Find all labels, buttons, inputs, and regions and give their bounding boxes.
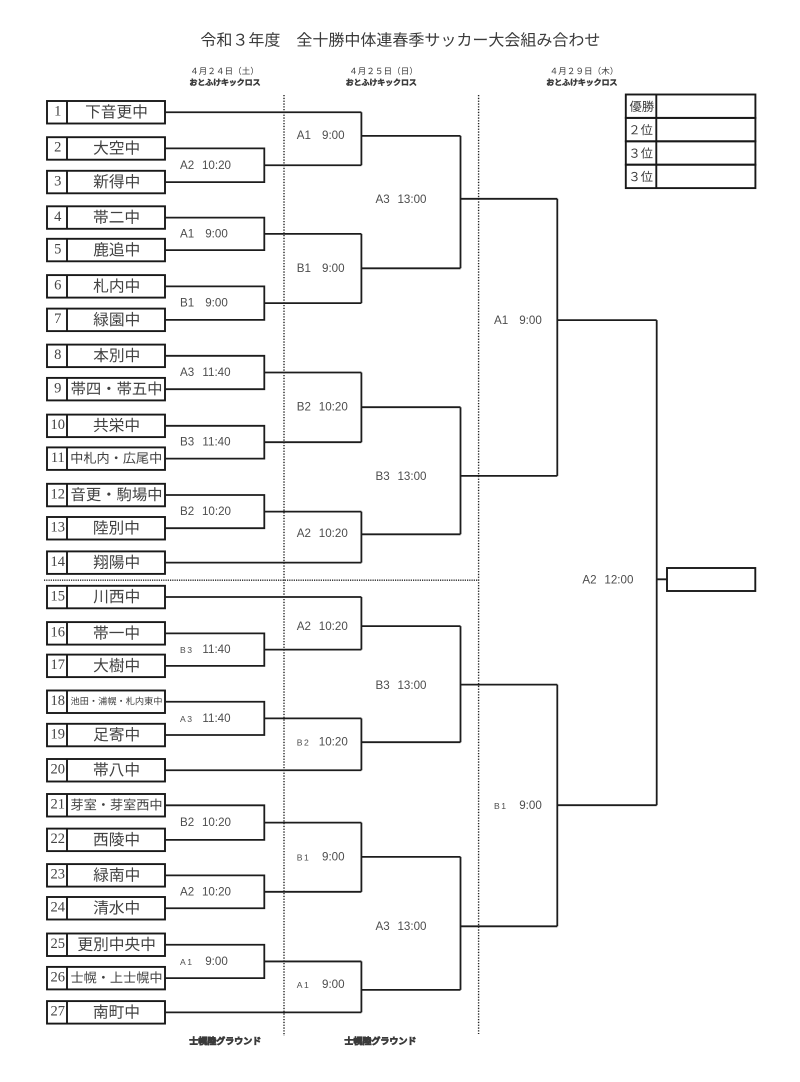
svg-text:A2: A2 (297, 527, 311, 540)
svg-text:1: 1 (54, 104, 61, 120)
svg-text:11:40: 11:40 (202, 712, 230, 725)
svg-text:A3: A3 (180, 366, 194, 379)
svg-text:A1: A1 (297, 129, 311, 142)
svg-text:10:20: 10:20 (319, 401, 348, 414)
svg-text:17: 17 (51, 657, 66, 673)
svg-text:13:00: 13:00 (397, 193, 426, 206)
svg-text:10:20: 10:20 (202, 159, 231, 172)
svg-text:A2: A2 (180, 885, 194, 898)
svg-text:B2: B2 (180, 816, 194, 829)
svg-text:16: 16 (51, 625, 66, 641)
svg-text:A1: A1 (494, 314, 508, 327)
svg-text:B3: B3 (180, 645, 194, 655)
svg-text:A3: A3 (180, 714, 194, 724)
svg-text:9:00: 9:00 (519, 799, 542, 812)
svg-text:9:00: 9:00 (519, 314, 542, 327)
svg-text:A2: A2 (582, 573, 596, 586)
svg-text:10:20: 10:20 (319, 736, 348, 749)
svg-text:B1: B1 (297, 852, 311, 862)
svg-text:19: 19 (51, 726, 66, 742)
svg-text:25: 25 (51, 936, 66, 952)
svg-text:9:00: 9:00 (322, 850, 345, 863)
svg-text:14: 14 (51, 554, 66, 570)
svg-text:24: 24 (51, 900, 66, 916)
svg-text:B2: B2 (297, 401, 311, 414)
svg-text:11:40: 11:40 (202, 436, 230, 449)
svg-text:9:00: 9:00 (322, 978, 345, 991)
svg-text:12:00: 12:00 (604, 573, 633, 586)
svg-text:A1: A1 (180, 957, 194, 967)
svg-text:10:20: 10:20 (202, 816, 231, 829)
svg-text:3: 3 (54, 173, 61, 189)
svg-text:27: 27 (51, 1004, 66, 1020)
svg-text:21: 21 (51, 797, 66, 813)
svg-text:15: 15 (51, 588, 66, 604)
svg-text:23: 23 (51, 867, 66, 883)
svg-text:A2: A2 (180, 159, 194, 172)
svg-text:4: 4 (54, 209, 62, 225)
svg-text:6: 6 (54, 278, 61, 294)
svg-text:B1: B1 (297, 262, 311, 275)
svg-text:B1: B1 (494, 801, 508, 811)
svg-text:8: 8 (54, 347, 61, 363)
svg-text:B3: B3 (376, 679, 390, 692)
svg-text:10:20: 10:20 (319, 527, 348, 540)
svg-text:22: 22 (51, 831, 66, 847)
svg-text:A1: A1 (180, 227, 194, 240)
svg-text:13: 13 (51, 520, 66, 536)
svg-text:26: 26 (51, 969, 66, 985)
svg-text:9:00: 9:00 (205, 227, 228, 240)
svg-text:A1: A1 (297, 980, 311, 990)
svg-text:B2: B2 (180, 505, 194, 518)
svg-text:2: 2 (54, 140, 61, 156)
svg-text:B3: B3 (180, 436, 194, 449)
svg-text:10:20: 10:20 (202, 885, 231, 898)
svg-text:11:40: 11:40 (202, 366, 230, 379)
svg-text:9:00: 9:00 (205, 297, 228, 310)
svg-text:9:00: 9:00 (322, 129, 345, 142)
svg-text:7: 7 (54, 311, 61, 327)
svg-text:12: 12 (51, 486, 66, 502)
svg-text:11: 11 (51, 450, 65, 466)
svg-text:B1: B1 (180, 297, 194, 310)
svg-text:B2: B2 (297, 738, 311, 748)
svg-text:5: 5 (54, 241, 61, 257)
svg-text:10: 10 (51, 417, 66, 433)
svg-text:9:00: 9:00 (205, 955, 228, 968)
svg-text:A2: A2 (297, 620, 311, 633)
svg-text:11:40: 11:40 (202, 643, 230, 656)
svg-text:A3: A3 (376, 920, 390, 933)
svg-text:20: 20 (51, 762, 66, 778)
svg-text:13:00: 13:00 (397, 679, 426, 692)
svg-text:B3: B3 (376, 470, 390, 483)
svg-text:9:00: 9:00 (322, 262, 345, 275)
svg-text:10:20: 10:20 (202, 505, 231, 518)
svg-text:13:00: 13:00 (397, 470, 426, 483)
svg-text:13:00: 13:00 (397, 920, 426, 933)
svg-text:10:20: 10:20 (319, 620, 348, 633)
svg-text:9: 9 (54, 381, 61, 397)
svg-text:A3: A3 (376, 193, 390, 206)
svg-text:18: 18 (51, 693, 66, 709)
